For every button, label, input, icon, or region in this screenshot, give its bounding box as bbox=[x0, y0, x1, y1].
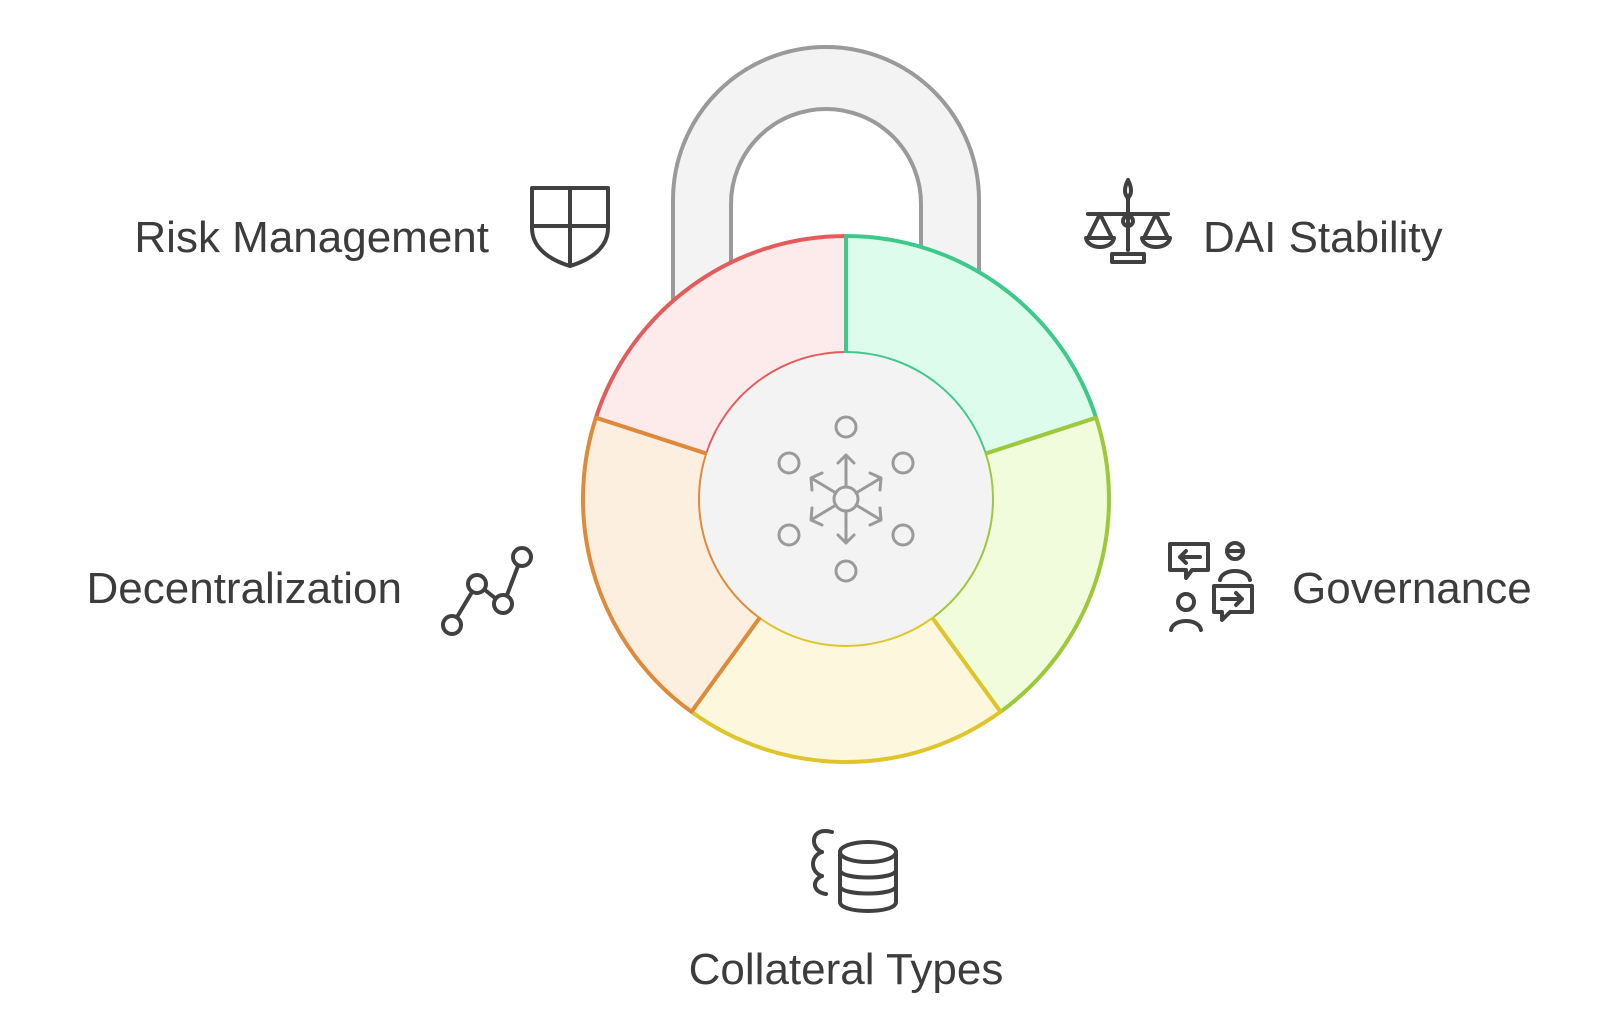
database-stack-icon bbox=[811, 828, 898, 913]
connected-nodes-icon bbox=[441, 546, 533, 636]
people-discussion-icon bbox=[1168, 541, 1254, 632]
network-hub-icon bbox=[777, 415, 915, 583]
label-risk-management: Risk Management bbox=[134, 213, 489, 262]
label-dai-stability: DAI Stability bbox=[1203, 213, 1443, 262]
center-circle bbox=[700, 353, 992, 645]
balance-scale-icon bbox=[1084, 178, 1172, 264]
label-governance: Governance bbox=[1292, 564, 1532, 613]
lock-ring bbox=[581, 234, 1111, 764]
label-decentralization: Decentralization bbox=[87, 564, 403, 613]
shield-icon bbox=[530, 186, 610, 268]
label-collateral-types: Collateral Types bbox=[689, 945, 1004, 994]
